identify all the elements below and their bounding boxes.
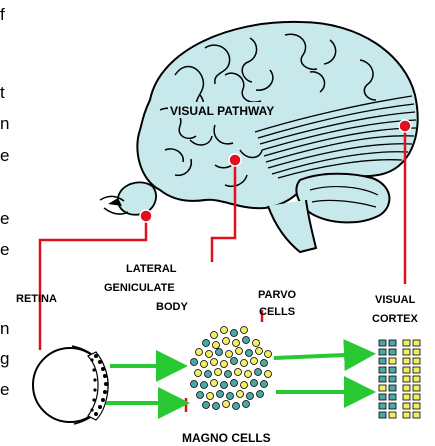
label-retina: RETINA: [16, 293, 57, 305]
label-parvo-line-2: CELLS: [259, 306, 295, 318]
label-magno-cells: MAGNO CELLS: [182, 431, 271, 445]
label-visual-cortex-line-2: CORTEX: [372, 313, 419, 325]
lgn-pointer-dot: [229, 154, 241, 166]
label-lgn-line-1: LATERAL: [126, 263, 177, 275]
brain-illustration: [137, 22, 417, 252]
retina-eye-diagram: [33, 346, 108, 424]
cortex-pointer-dot: [399, 120, 411, 132]
label-visual-pathway: VISUAL PATHWAY: [170, 104, 274, 118]
label-lgn-line-2: GENICULATE: [104, 282, 175, 294]
cortex-cell-columns: [379, 340, 420, 418]
label-visual-cortex-line-1: VISUAL: [375, 294, 416, 306]
label-parvo-line-1: PARVO: [258, 289, 297, 301]
retina-pointer-dot: [140, 210, 152, 222]
label-lgn-line-3: BODY: [156, 301, 188, 313]
lgn-cell-cluster: [191, 327, 272, 410]
